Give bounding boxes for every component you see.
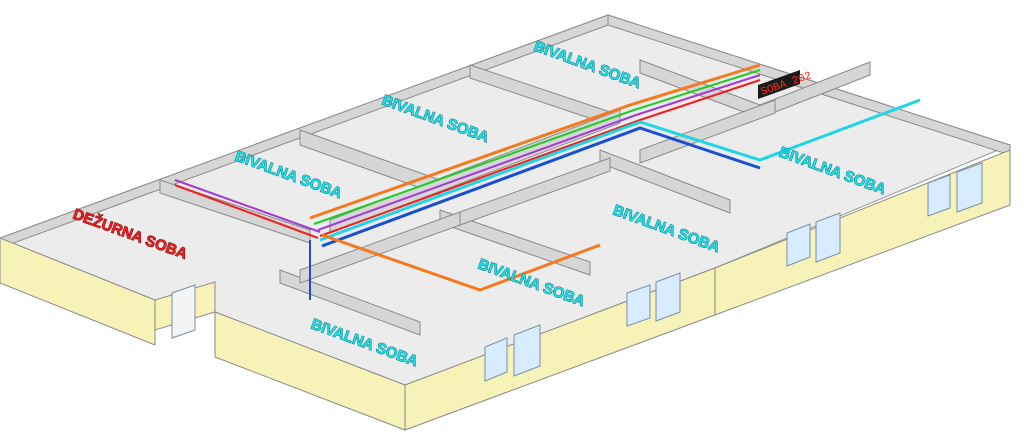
cable-bundle [174, 63, 921, 300]
windows [171, 162, 983, 382]
interior-walls [0, 14, 1011, 336]
